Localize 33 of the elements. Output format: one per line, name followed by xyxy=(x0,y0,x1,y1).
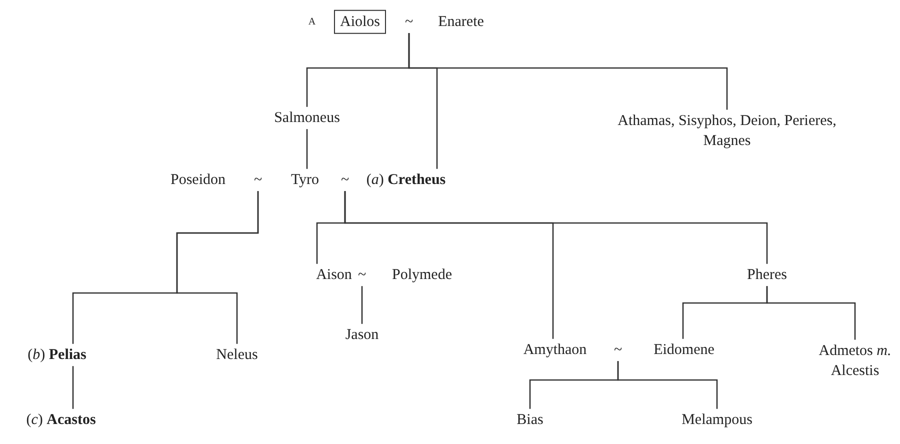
person-name: Poseidon xyxy=(170,170,226,190)
person-name: Admetos m. Alcestis xyxy=(810,340,900,382)
person-name: Aison xyxy=(316,264,352,286)
person-name: Bias xyxy=(516,410,544,430)
person-name: Jason xyxy=(345,324,379,346)
person-name: Polymede xyxy=(392,264,452,286)
descent-line xyxy=(176,191,259,344)
person-name: Eidomene xyxy=(654,340,714,360)
person-name: (c) Acastos xyxy=(26,410,96,430)
person-name: Amythaon xyxy=(523,340,587,360)
person-name: Enarete xyxy=(438,12,484,32)
descent-line xyxy=(344,191,768,264)
descent-line xyxy=(361,286,363,324)
marriage-mark: ~ xyxy=(614,340,622,360)
marriage-mark: ~ xyxy=(254,170,262,190)
person-name: (a) Cretheus xyxy=(366,170,446,190)
marriage-mark: ~ xyxy=(340,170,350,190)
descent-line xyxy=(766,286,856,340)
person-name: Athamas, Sisyphos, Deion, Perieres, Magnes xyxy=(612,110,842,152)
person-name: Tyro xyxy=(290,170,320,190)
marriage-mark: ~ xyxy=(358,264,366,286)
descent-line xyxy=(306,129,308,169)
person-name: Pheres xyxy=(747,264,787,286)
name-box: Aiolos xyxy=(334,10,386,34)
person-name: Neleus xyxy=(216,344,258,366)
table-letter: A xyxy=(308,16,316,28)
person-name: (b) Pelias xyxy=(28,344,86,366)
descent-line xyxy=(72,366,74,409)
descent-line xyxy=(408,33,728,110)
descent-line xyxy=(617,361,718,409)
person-name: Salmoneus xyxy=(274,108,340,128)
person-name: Melampous xyxy=(682,410,752,430)
marriage-mark: ~ xyxy=(404,12,414,32)
